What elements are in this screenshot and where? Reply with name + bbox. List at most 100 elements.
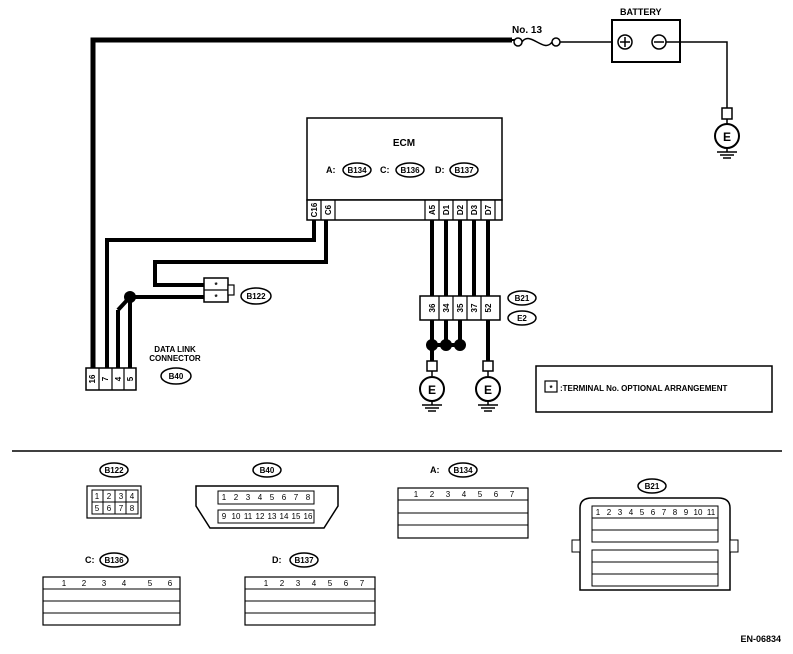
b122-cell: 5 xyxy=(95,504,100,513)
b134-view-prefix: A: xyxy=(430,465,440,475)
b136-label: B136 xyxy=(400,166,420,175)
b134-label: B134 xyxy=(347,166,367,175)
legend-symbol: * xyxy=(549,384,553,393)
b21-cell: 11 xyxy=(707,508,716,517)
b137-view-title: B137 xyxy=(294,556,314,565)
b136-cell: 1 xyxy=(62,579,67,588)
ecm-pin-c16: C16 xyxy=(310,202,319,217)
battery-ground-icon xyxy=(714,107,740,159)
b21-cell: 6 xyxy=(651,508,656,517)
b122-label: B122 xyxy=(246,292,266,301)
b21-pin-34: 34 xyxy=(442,303,451,312)
b21-cell: 4 xyxy=(629,508,634,517)
b137-cell: 2 xyxy=(280,579,285,588)
b134-view-title: B134 xyxy=(453,466,473,475)
b40-cell: 8 xyxy=(306,493,311,502)
b136-view-prefix: C: xyxy=(85,555,95,565)
b40-cell: 12 xyxy=(256,512,265,521)
ecm-pin-d2: D2 xyxy=(456,204,465,215)
ecm-c-prefix: C: xyxy=(380,165,390,175)
b21-view-tag xyxy=(637,478,667,494)
splice-dot xyxy=(124,291,136,303)
b40-cell: 13 xyxy=(268,512,277,521)
ground-label: E xyxy=(723,130,731,144)
b21-view xyxy=(571,497,739,591)
ground-splice-dot-1 xyxy=(426,339,438,351)
b136-view xyxy=(42,576,181,626)
ecm-pin-d3: D3 xyxy=(470,204,479,215)
b136-tag xyxy=(395,162,425,178)
ecm-ground-wires xyxy=(430,220,490,298)
ground-icon-1 xyxy=(419,360,445,412)
b40-cell: 6 xyxy=(282,493,287,502)
b134-tag xyxy=(342,162,372,178)
ecm-label: ECM xyxy=(393,138,415,149)
b137-cell: 4 xyxy=(312,579,317,588)
b21-tag xyxy=(507,290,537,306)
b137-view-tag xyxy=(289,552,319,568)
b137-label: B137 xyxy=(454,166,474,175)
b40-cell: 3 xyxy=(246,493,251,502)
b137-cell: 3 xyxy=(296,579,301,588)
b122-cell: 2 xyxy=(107,492,112,501)
ecm-a-prefix: A: xyxy=(326,165,336,175)
b21-cell: 3 xyxy=(618,508,623,517)
b21-cell: 2 xyxy=(607,508,612,517)
b122-cell: 3 xyxy=(119,492,124,501)
b40-cell: 7 xyxy=(294,493,299,502)
b122-view xyxy=(86,485,142,519)
b40-view-title: B40 xyxy=(260,466,275,475)
legend-box xyxy=(535,365,773,413)
b40-cell: 16 xyxy=(304,512,313,521)
b40-cell: 11 xyxy=(244,512,253,521)
b21-label: B21 xyxy=(515,294,530,303)
b136-cell: 2 xyxy=(82,579,87,588)
b122-cell: 8 xyxy=(130,504,135,513)
b122-tag xyxy=(240,287,272,305)
b40-cell: 1 xyxy=(222,493,227,502)
b136-cell: 5 xyxy=(148,579,153,588)
ecm-pin-d7: D7 xyxy=(484,204,493,215)
b136-view-tag xyxy=(99,552,129,568)
b134-view xyxy=(397,487,529,539)
b137-cell: 5 xyxy=(328,579,333,588)
b134-cell: 4 xyxy=(462,490,467,499)
battery xyxy=(611,19,728,108)
b136-view-title: B136 xyxy=(104,556,124,565)
b122-connector xyxy=(203,277,235,303)
b40-view-tag xyxy=(252,462,282,478)
b40-cell: 15 xyxy=(292,512,301,521)
e2-label: E2 xyxy=(517,314,527,323)
b40-cell: 14 xyxy=(280,512,289,521)
data-link-connector xyxy=(85,367,137,391)
b122-view-title: B122 xyxy=(104,466,124,475)
b122-pin-2: * xyxy=(214,293,218,302)
battery-label: BATTERY xyxy=(620,7,662,17)
b21-pin-36: 36 xyxy=(428,303,437,312)
b137-tag xyxy=(449,162,479,178)
power-wire xyxy=(90,37,612,370)
b137-cell: 7 xyxy=(360,579,365,588)
b21-cell: 10 xyxy=(694,508,703,517)
ground-splice-dot-2 xyxy=(440,339,452,351)
b137-cell: 6 xyxy=(344,579,349,588)
b21-cell: 8 xyxy=(673,508,678,517)
b134-cell: 7 xyxy=(510,490,515,499)
b122-cell: 6 xyxy=(107,504,112,513)
b137-view xyxy=(244,576,376,626)
ecm-pin-a5: A5 xyxy=(428,204,437,215)
b122-cell: 1 xyxy=(95,492,100,501)
fuse-label: No. 13 xyxy=(512,25,542,36)
dlc-pin-16: 16 xyxy=(88,374,97,383)
ecm-d-prefix: D: xyxy=(435,165,445,175)
b134-cell: 1 xyxy=(414,490,419,499)
dlc-label-2: CONNECTOR xyxy=(149,354,201,363)
b122-cell: 7 xyxy=(119,504,124,513)
b40-cell: 2 xyxy=(234,493,239,502)
b21-pin-37: 37 xyxy=(470,303,479,312)
b21-cell: 1 xyxy=(596,508,601,517)
legend-text: :TERMINAL No. OPTIONAL ARRANGEMENT xyxy=(560,384,728,393)
b122-cell: 4 xyxy=(130,492,135,501)
b40-view xyxy=(195,485,339,529)
